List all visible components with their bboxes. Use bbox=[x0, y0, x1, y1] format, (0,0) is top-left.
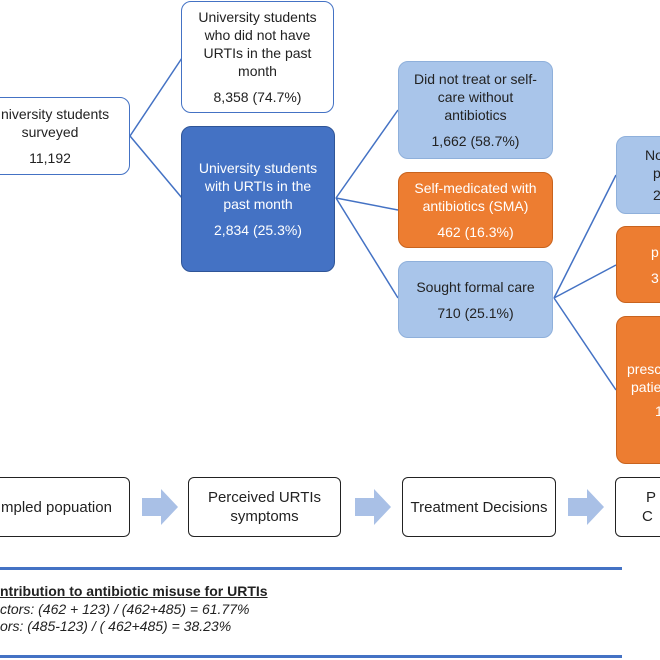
node-partial-3-label: presc bbox=[627, 361, 660, 377]
node-partial-3: presc patie 1 bbox=[616, 316, 660, 464]
connector-formal-partial1 bbox=[553, 174, 617, 299]
node-no-urti-label: University students who did not have URT… bbox=[198, 9, 317, 79]
connector-surveyed-with-urti bbox=[129, 135, 183, 199]
node-with-urti: University students with URTIs in the pa… bbox=[181, 126, 335, 272]
stage-partial-label-b: C bbox=[642, 508, 653, 525]
node-sma-label: Self-medicated with antibiotics (SMA) bbox=[414, 180, 537, 214]
node-sma: Self-medicated with antibiotics (SMA) 46… bbox=[398, 172, 553, 248]
connector-surveyed-no-urti bbox=[129, 57, 183, 137]
node-formal: Sought formal care 710 (25.1%) bbox=[398, 261, 553, 338]
node-no-treat: Did not treat or self-care without antib… bbox=[398, 61, 553, 159]
node-with-urti-label: University students with URTIs in the pa… bbox=[198, 160, 318, 212]
node-surveyed-label: University students surveyed bbox=[0, 106, 110, 140]
node-partial-2-label: p bbox=[651, 243, 659, 260]
node-partial-1: No p 2 bbox=[616, 136, 660, 214]
stage-treatment-decisions-label: Treatment Decisions bbox=[410, 498, 548, 516]
stage-sampled-population-label: mpled popuation bbox=[1, 498, 112, 516]
node-no-treat-value: 1,662 (58.7%) bbox=[431, 133, 520, 149]
node-sma-value: 462 (16.3%) bbox=[437, 224, 514, 240]
arrow-right-icon bbox=[568, 489, 604, 525]
node-partial-1-label: No bbox=[645, 147, 660, 163]
node-no-treat-label: Did not treat or self-care without antib… bbox=[414, 71, 537, 123]
node-partial-3-label2: patie bbox=[631, 379, 660, 395]
stage-perceived-symptoms: Perceived URTIs symptoms bbox=[188, 477, 341, 537]
node-surveyed: University students surveyed 11,192 bbox=[0, 97, 130, 175]
connector-urti-sma bbox=[335, 197, 399, 211]
stage-partial-label-a: P bbox=[646, 489, 657, 506]
connector-formal-partial2 bbox=[553, 264, 617, 299]
node-partial-3-value: 1 bbox=[655, 402, 660, 420]
node-partial-1-label2: p bbox=[653, 164, 660, 182]
stage-treatment-decisions: Treatment Decisions bbox=[402, 477, 556, 537]
node-partial-1-value: 2 bbox=[653, 186, 660, 204]
connector-formal-partial3 bbox=[553, 297, 617, 391]
arrow-right-icon bbox=[142, 489, 178, 525]
notes-line-1: ctors: (462 + 123) / (462+485) = 61.77% bbox=[0, 601, 250, 617]
node-partial-2: p 3 bbox=[616, 226, 660, 303]
stage-sampled-population: mpled popuation bbox=[0, 477, 130, 537]
stage-partial: P C bbox=[615, 477, 660, 537]
connector-urti-no-treat bbox=[335, 109, 399, 199]
node-no-urti-value: 8,358 (74.7%) bbox=[213, 89, 302, 105]
node-with-urti-value: 2,834 (25.3%) bbox=[214, 222, 302, 238]
node-partial-2-value: 3 bbox=[651, 269, 659, 286]
connector-urti-formal bbox=[335, 197, 399, 299]
divider-bottom bbox=[0, 655, 622, 658]
node-formal-value: 710 (25.1%) bbox=[437, 304, 514, 321]
notes-line-2: ors: (485-123) / ( 462+485) = 38.23% bbox=[0, 618, 232, 634]
stage-perceived-symptoms-label: Perceived URTIs symptoms bbox=[207, 489, 322, 525]
node-surveyed-value: 11,192 bbox=[29, 150, 71, 166]
notes-title: ntribution to antibiotic misuse for URTI… bbox=[0, 583, 268, 599]
node-formal-label: Sought formal care bbox=[416, 278, 535, 295]
arrow-right-icon bbox=[355, 489, 391, 525]
divider-top bbox=[0, 567, 622, 570]
node-no-urti: University students who did not have URT… bbox=[181, 1, 334, 113]
